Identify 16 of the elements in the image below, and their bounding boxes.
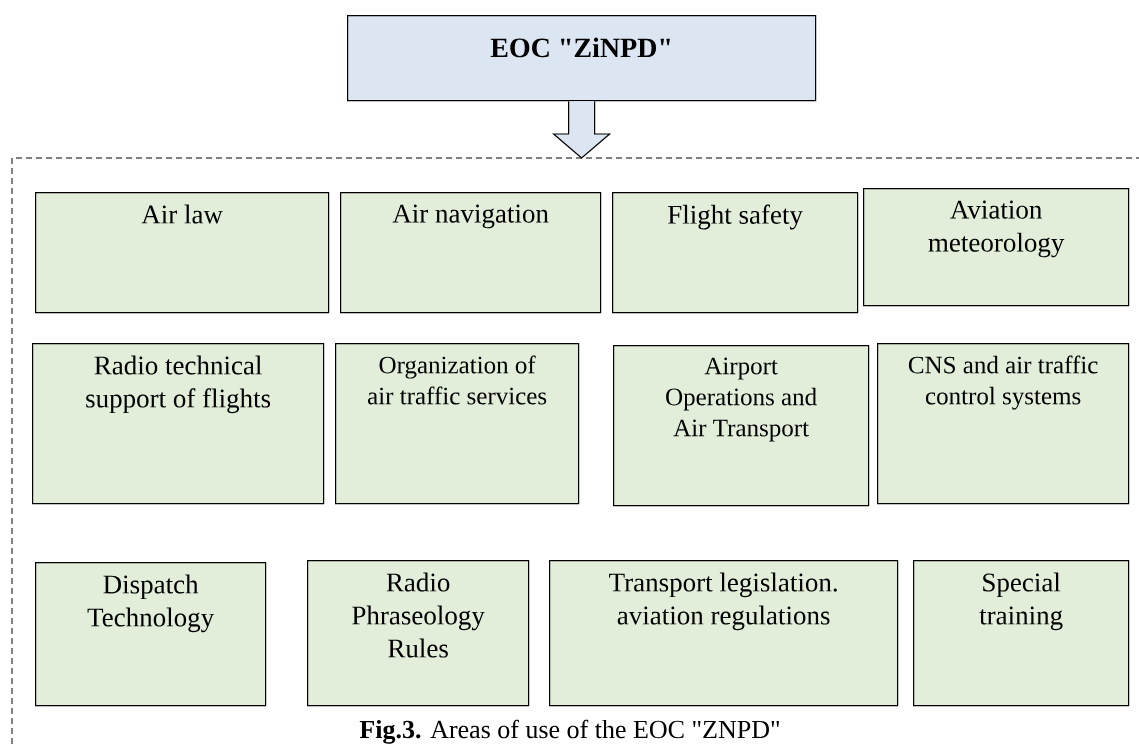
topic-box: CNS and air traffic control systems <box>877 343 1130 505</box>
topic-box: Flight safety <box>612 192 859 314</box>
topic-box: Radio technical support of flights <box>32 343 325 505</box>
topic-box: Air law <box>35 192 330 314</box>
figure-caption: Fig.3. Areas of use of the EOC "ZNPD" <box>359 719 779 744</box>
topic-box: Dispatch Technology <box>35 562 267 707</box>
dashed-frame <box>11 157 1139 744</box>
block-arrow <box>552 100 612 159</box>
topic-box: Air navigation <box>340 192 602 314</box>
topic-box: Radio Phraseology Rules <box>307 560 530 707</box>
topic-box: Organization of air traffic services <box>335 343 580 505</box>
title-box: EOC "ZiNPD" <box>347 15 817 102</box>
topic-box: Aviation meteorology <box>863 188 1130 307</box>
topic-box: Airport Operations and Air Transport <box>613 345 870 507</box>
topic-box: Special training <box>913 560 1130 707</box>
topic-box: Transport legislation. aviation regulations <box>549 560 899 707</box>
